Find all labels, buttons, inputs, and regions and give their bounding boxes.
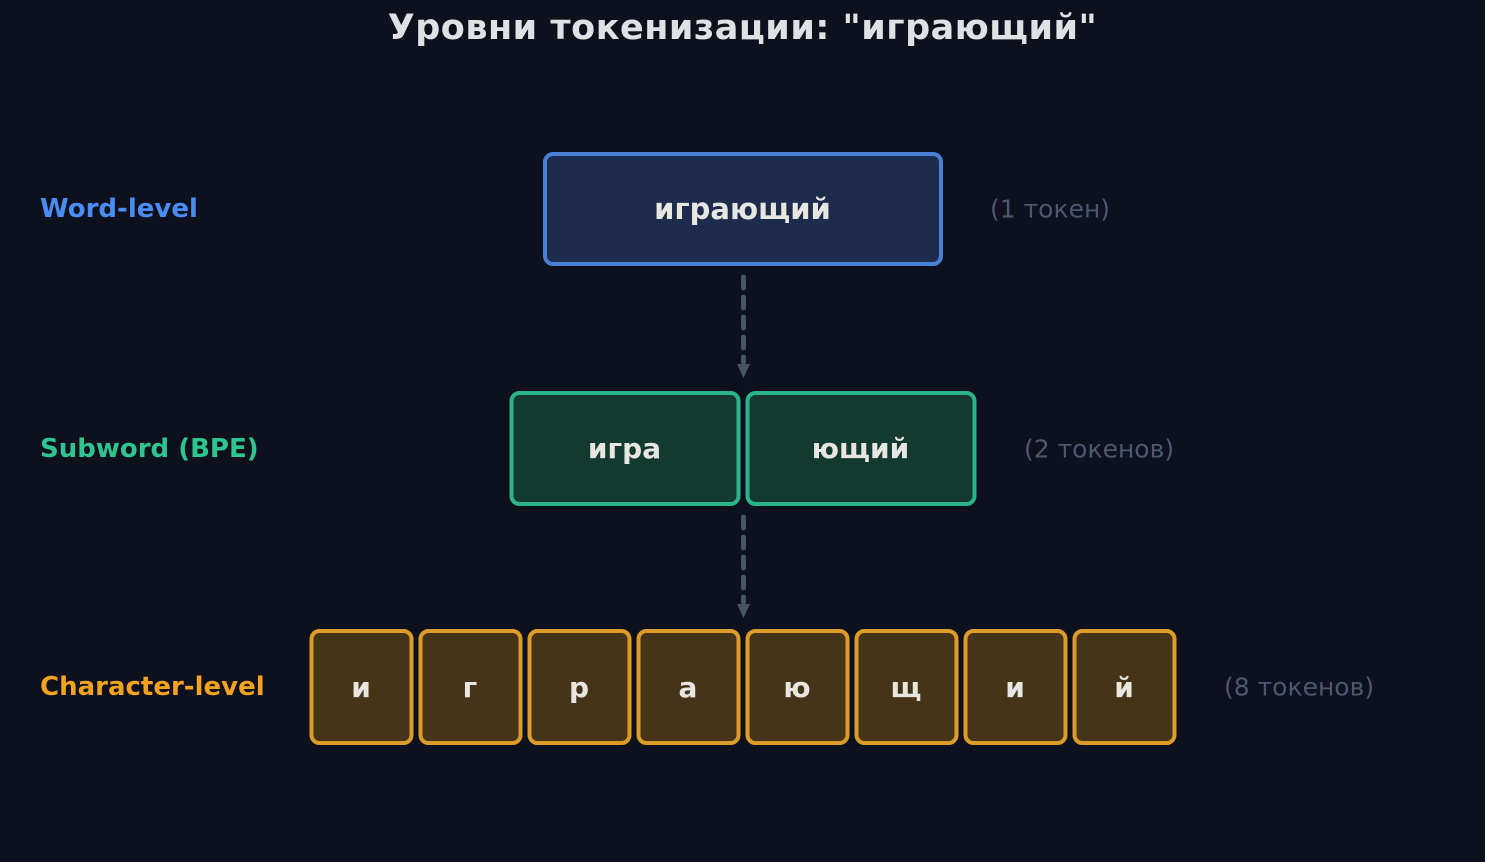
char-token-text: и <box>1005 670 1025 704</box>
subword-token-group: игра ющий <box>509 391 976 506</box>
char-token-text: щ <box>890 670 922 704</box>
subword-token-box: ющий <box>745 391 976 506</box>
subword-level-label: Subword (BPE) <box>40 433 259 464</box>
character-level-row: Character-level и г р а ю щ и <box>0 629 1485 745</box>
char-token-box: и <box>963 629 1067 745</box>
char-token-box: г <box>418 629 522 745</box>
subword-token-text: ющий <box>811 432 910 465</box>
char-token-text: ю <box>783 670 811 704</box>
char-token-text: р <box>568 670 590 704</box>
subword-token-text: игра <box>587 432 662 465</box>
char-token-text: й <box>1114 670 1134 704</box>
character-token-group: и г р а ю щ и й <box>309 629 1176 745</box>
word-token-text: играющий <box>654 192 831 226</box>
char-token-box: а <box>636 629 740 745</box>
word-token-box: играющий <box>542 152 943 266</box>
char-token-text: и <box>351 670 371 704</box>
char-token-box: щ <box>854 629 958 745</box>
subword-level-count: (2 токенов) <box>1024 434 1175 463</box>
char-token-box: и <box>309 629 413 745</box>
char-token-box: р <box>527 629 631 745</box>
char-token-box: ю <box>745 629 849 745</box>
word-level-token-group: играющий <box>542 152 943 266</box>
char-token-text: а <box>678 670 698 704</box>
page-title: Уровни токенизации: "играющий" <box>387 8 1098 48</box>
subword-token-box: игра <box>509 391 740 506</box>
arrow-down-icon <box>737 514 750 618</box>
character-level-count: (8 токенов) <box>1224 672 1375 702</box>
subword-level-row: Subword (BPE) игра ющий (2 токенов) <box>0 391 1485 506</box>
character-level-label: Character-level <box>40 672 265 702</box>
char-token-text: г <box>462 670 478 704</box>
word-level-row: Word-level играющий (1 токен) <box>0 152 1485 266</box>
word-level-label: Word-level <box>40 194 198 224</box>
arrow-down-icon <box>737 274 750 378</box>
char-token-box: й <box>1072 629 1176 745</box>
word-level-count: (1 токен) <box>990 194 1111 224</box>
